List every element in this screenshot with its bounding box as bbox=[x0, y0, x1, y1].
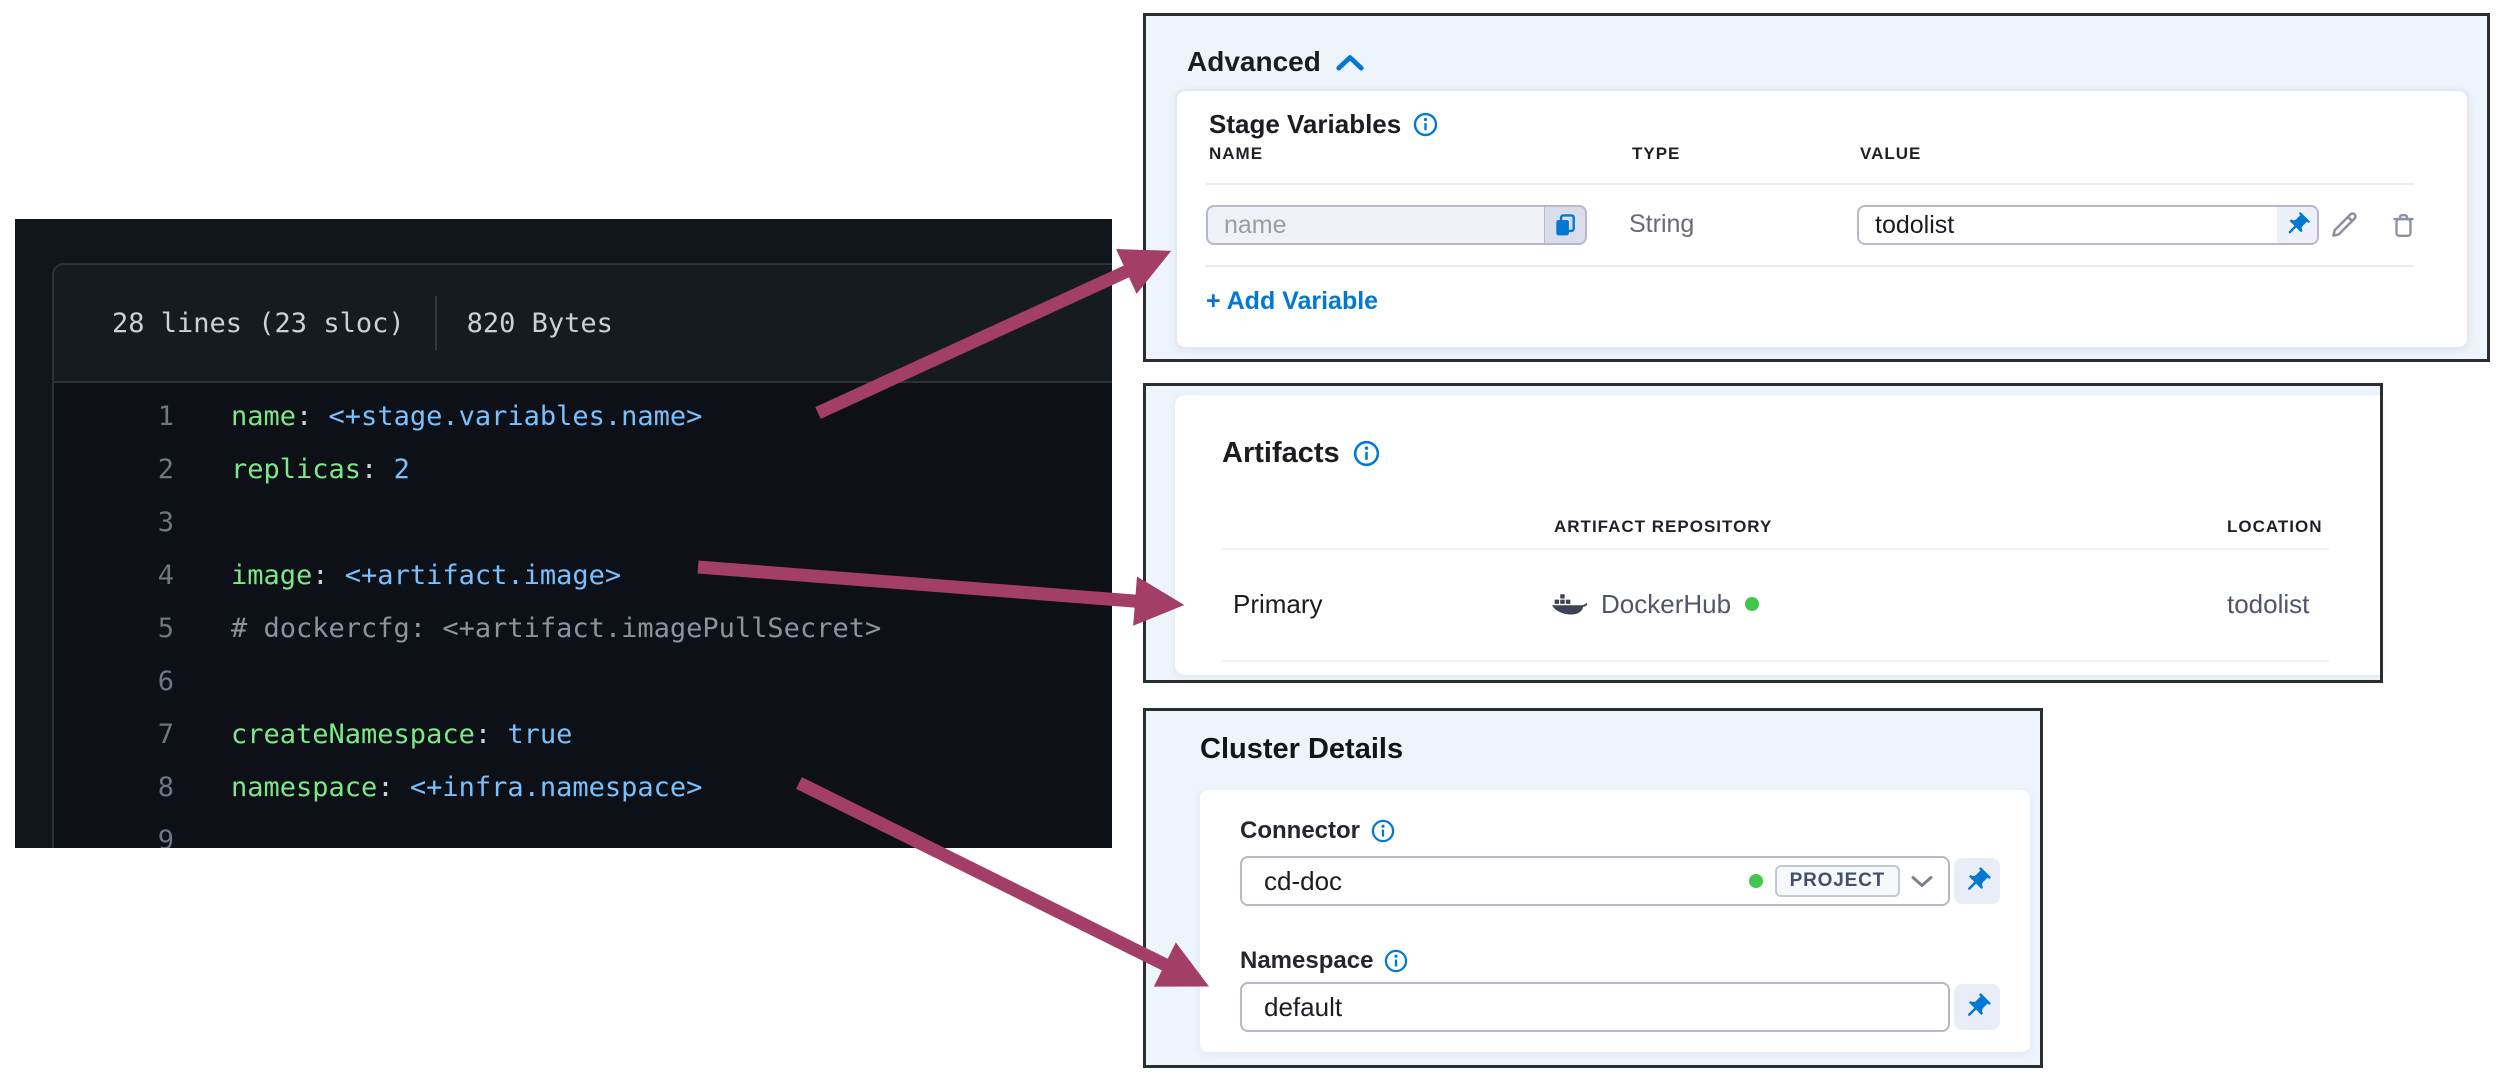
copy-button[interactable] bbox=[1544, 207, 1585, 243]
yaml-separator: : bbox=[296, 401, 329, 432]
yaml-comment: # dockercfg: <+artifact.imagePullSecret> bbox=[231, 613, 882, 644]
code-line: 9 bbox=[54, 814, 1112, 848]
table-divider bbox=[1222, 548, 2329, 550]
line-number[interactable]: 4 bbox=[157, 560, 174, 591]
code-line: 3 bbox=[54, 496, 1112, 549]
code-line: 8 namespace: <+infra.namespace> bbox=[54, 761, 1112, 814]
line-number[interactable]: 8 bbox=[157, 772, 174, 803]
info-icon[interactable] bbox=[1384, 949, 1408, 973]
stage-variables-title: Stage Variables bbox=[1209, 109, 1402, 139]
status-dot bbox=[1748, 874, 1763, 888]
yaml-key: createNamespace bbox=[231, 719, 475, 750]
stage-variables-card: Stage Variables NAME TYPE VALUE String bbox=[1175, 89, 2469, 349]
advanced-title: Advanced bbox=[1187, 46, 1321, 77]
namespace-value: default bbox=[1264, 991, 1343, 1022]
namespace-field[interactable]: default bbox=[1240, 982, 1950, 1032]
code-file-header: 28 lines (23 sloc) 820 Bytes bbox=[54, 265, 1112, 383]
yaml-key: image bbox=[231, 560, 313, 591]
variable-value-field bbox=[1857, 205, 2319, 245]
line-number[interactable]: 6 bbox=[157, 666, 174, 697]
code-line: 5 # dockercfg: <+artifact.imagePullSecre… bbox=[54, 602, 1112, 655]
variable-value-input[interactable] bbox=[1859, 207, 2277, 243]
yaml-value: <+infra.namespace> bbox=[409, 772, 703, 803]
artifacts-title: Artifacts bbox=[1222, 437, 1340, 469]
yaml-separator: : bbox=[474, 719, 508, 750]
docker-whale-icon bbox=[1551, 591, 1587, 617]
pin-icon[interactable] bbox=[1954, 984, 2000, 1030]
line-number[interactable]: 1 bbox=[157, 401, 174, 432]
column-header-location: LOCATION bbox=[2227, 517, 2323, 536]
code-line: 1 name: <+stage.variables.name> bbox=[54, 390, 1112, 443]
code-line: 7 createNamespace: true bbox=[54, 708, 1112, 761]
line-number[interactable]: 9 bbox=[157, 825, 174, 848]
column-header-artifact-repository: ARTIFACT REPOSITORY bbox=[1554, 517, 1773, 536]
variable-type-value[interactable]: String bbox=[1629, 210, 1695, 238]
yaml-separator: : bbox=[377, 772, 410, 803]
scope-badge: PROJECT bbox=[1774, 865, 1900, 897]
artifact-row[interactable]: Primary DockerHub todolist bbox=[1175, 567, 2380, 641]
yaml-value: <+stage.variables.name> bbox=[328, 401, 703, 432]
column-header-value: VALUE bbox=[1860, 144, 1922, 163]
yaml-separator: : bbox=[312, 560, 345, 591]
table-divider bbox=[1206, 265, 2414, 267]
code-file-card: 28 lines (23 sloc) 820 Bytes 1 name: <+s… bbox=[52, 263, 1112, 848]
info-icon[interactable] bbox=[1413, 112, 1438, 137]
line-number[interactable]: 2 bbox=[157, 454, 174, 485]
table-divider bbox=[1222, 660, 2329, 662]
code-line: 4 image: <+artifact.image> bbox=[54, 549, 1112, 602]
yaml-separator: : bbox=[361, 454, 394, 485]
file-lines-info: 28 lines (23 sloc) bbox=[112, 307, 405, 339]
chevron-up-icon[interactable] bbox=[1335, 53, 1365, 72]
code-body: 1 name: <+stage.variables.name> 2 replic… bbox=[54, 383, 1112, 848]
connector-label: Connector bbox=[1240, 817, 1360, 844]
meta-divider bbox=[434, 296, 437, 350]
yaml-key: namespace bbox=[231, 772, 378, 803]
edit-icon[interactable] bbox=[2322, 205, 2366, 245]
cluster-details-title: Cluster Details bbox=[1200, 733, 1404, 765]
artifacts-card: Artifacts ARTIFACT REPOSITORY LOCATION P… bbox=[1175, 395, 2380, 675]
info-icon[interactable] bbox=[1371, 819, 1395, 843]
table-divider bbox=[1206, 183, 2414, 185]
artifact-label: Primary bbox=[1233, 588, 1323, 619]
variable-name-input[interactable] bbox=[1208, 207, 1544, 243]
line-number[interactable]: 7 bbox=[157, 719, 174, 750]
pin-icon[interactable] bbox=[2277, 207, 2317, 243]
yaml-key: name bbox=[231, 401, 297, 432]
advanced-section-header[interactable]: Advanced bbox=[1187, 46, 1365, 78]
yaml-value: 2 bbox=[393, 454, 410, 485]
code-viewer-panel: 28 lines (23 sloc) 820 Bytes 1 name: <+s… bbox=[15, 219, 1112, 848]
artifacts-panel: Artifacts ARTIFACT REPOSITORY LOCATION P… bbox=[1143, 383, 2383, 683]
connector-field[interactable]: cd-doc PROJECT bbox=[1240, 856, 1950, 906]
cluster-details-card: Connector cd-doc PROJECT Namespace bbox=[1200, 790, 2030, 1052]
code-line: 6 bbox=[54, 655, 1112, 708]
column-header-type: TYPE bbox=[1632, 144, 1681, 163]
line-number[interactable]: 3 bbox=[157, 507, 174, 538]
add-variable-button[interactable]: + Add Variable bbox=[1206, 287, 1379, 315]
delete-icon[interactable] bbox=[2381, 205, 2425, 245]
artifact-repository-value: DockerHub bbox=[1601, 588, 1732, 619]
yaml-value: <+artifact.image> bbox=[344, 560, 622, 591]
namespace-label: Namespace bbox=[1240, 947, 1374, 974]
advanced-section-panel: Advanced Stage Variables NAME TYPE VALUE bbox=[1143, 13, 2490, 362]
cluster-details-panel: Cluster Details Connector cd-doc PROJECT bbox=[1143, 708, 2043, 1068]
info-icon[interactable] bbox=[1353, 440, 1380, 467]
file-size-info: 820 Bytes bbox=[466, 307, 613, 339]
pin-icon[interactable] bbox=[1954, 858, 2000, 904]
yaml-key: replicas bbox=[231, 454, 362, 485]
variable-name-field bbox=[1206, 205, 1587, 245]
column-header-name: NAME bbox=[1209, 144, 1264, 163]
code-line: 2 replicas: 2 bbox=[54, 443, 1112, 496]
status-dot bbox=[1745, 597, 1760, 611]
chevron-down-icon[interactable] bbox=[1910, 874, 1934, 889]
artifact-location-value: todolist bbox=[2227, 588, 2310, 619]
yaml-value: true bbox=[507, 719, 573, 750]
line-number[interactable]: 5 bbox=[157, 613, 174, 644]
connector-value: cd-doc bbox=[1264, 865, 1343, 896]
